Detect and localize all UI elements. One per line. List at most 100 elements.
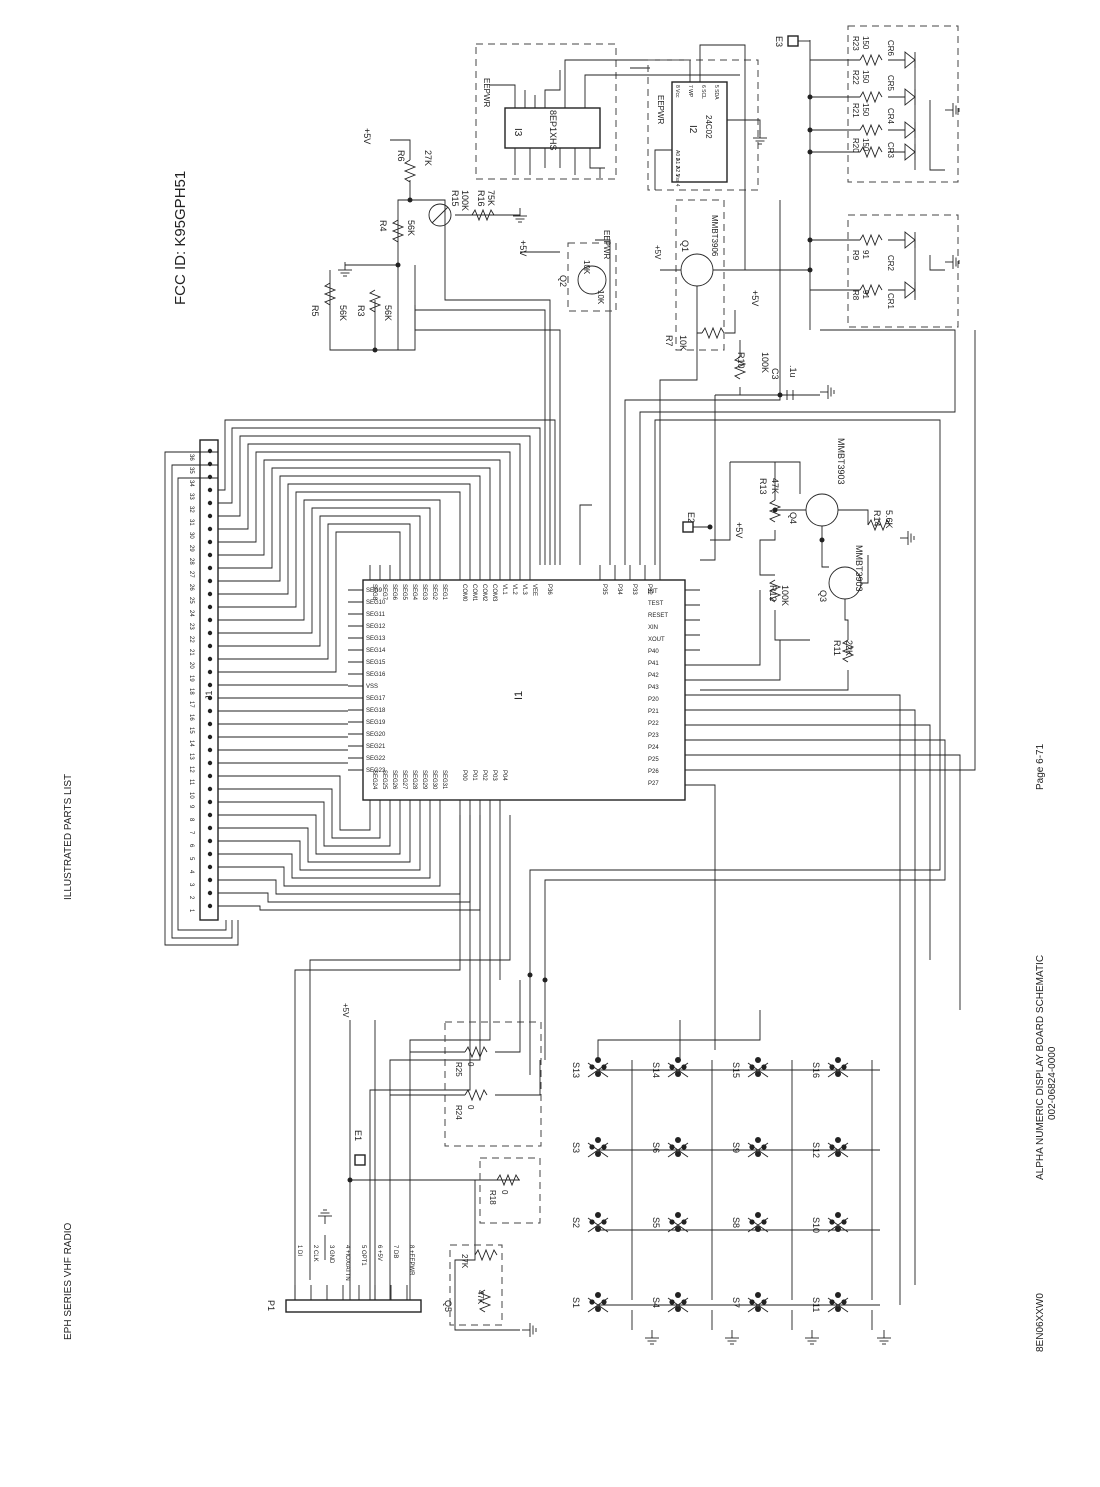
connector-j1: J1 1234567891011121314151617181920212223… (188, 439, 219, 921)
i1-pin-label: SEG24 (371, 770, 377, 790)
j1-pin (207, 643, 213, 649)
i2-pin-label: 8 Vcc (674, 85, 680, 98)
r7-value: 10K (678, 335, 688, 351)
i1-pin-label: SEG5 (401, 584, 407, 601)
r8-label: R8 (851, 290, 860, 301)
r18-value: 0 (500, 1190, 509, 1195)
i1-pin-label: TEST (648, 601, 664, 607)
j1-pin (207, 461, 213, 467)
keypad-switch (747, 1211, 769, 1233)
supply-label-4: +5V (734, 522, 744, 538)
j1-pin-number: 7 (188, 831, 194, 835)
r14-value: 5.6K (884, 510, 894, 529)
q2-inner-1: 10K (582, 260, 591, 275)
j1-pin (207, 500, 213, 506)
j1-pin-number: 35 (188, 467, 194, 474)
i2-pin-label: A1 2 (674, 158, 680, 169)
i1-pin-label: SEG14 (366, 648, 386, 654)
i1-pin-label: P25 (648, 757, 659, 763)
keypad-switch-label: S10 (811, 1217, 821, 1233)
r20-value: 150 (861, 138, 870, 152)
j1-pin-number: 27 (188, 571, 194, 578)
i1-pin-label: P20 (648, 697, 659, 703)
transistor-q4: Q4 MMBT3903 (788, 438, 846, 527)
test-point-e1: E1 (353, 1130, 366, 1166)
keypad-switch (587, 1056, 609, 1078)
q2-frame (567, 242, 617, 312)
j1-pin-number: 5 (188, 857, 194, 861)
keypad-grid-wires (597, 1010, 880, 1330)
supply-label-3: +5V (750, 290, 760, 306)
r18-frame (479, 1157, 541, 1224)
i1-pin-label: SEG31 (441, 770, 447, 790)
i1-pin-label: P35 (601, 584, 607, 595)
transistor-q2: Q2 10K 10K EEPWR (558, 230, 611, 305)
i1-pin-label: SEG2 (431, 584, 437, 601)
footer-page-text: Page 6-71 (1035, 743, 1046, 790)
i1-pin-label: P34 (616, 584, 622, 595)
keypad-switch (747, 1136, 769, 1158)
i1-pin-label: SEG18 (366, 708, 386, 714)
e1-label: E1 (353, 1130, 363, 1141)
eeprom-i2-part: 24C02 (704, 115, 713, 139)
e2-label: E2 (686, 512, 696, 523)
p1-pin-label: 6 +5V (376, 1245, 382, 1261)
keypad-switch-label: S9 (731, 1142, 741, 1153)
r20-label: R20 (851, 138, 860, 153)
i1-pin-label: COM0 (461, 584, 467, 602)
cr6-label: CR6 (886, 40, 895, 57)
i1-pin-label: VL2 (511, 584, 517, 595)
i1-pin-label: P33 (631, 584, 637, 595)
keypad-switch-label: S16 (811, 1062, 821, 1078)
j1-pin (207, 864, 213, 870)
r6-label: R6 (396, 150, 406, 162)
i1-pin-label: SEG13 (366, 636, 386, 642)
eeprom-i3-part: 8EP1XHS (548, 110, 558, 151)
q1-part: MMBT3906 (710, 215, 719, 257)
j1-pin (207, 448, 213, 454)
j1-pin-number: 11 (188, 779, 194, 786)
keypad-switch (667, 1211, 689, 1233)
r13-label: R13 (758, 478, 768, 495)
cr1-label: CR1 (886, 293, 895, 310)
p1-pin-label: 5 OPT1 (360, 1245, 366, 1266)
keypad-switch-label: S6 (651, 1142, 661, 1153)
i1-pin-label: SEG7 (381, 584, 387, 601)
r5-label: R5 (310, 305, 320, 317)
r21-value: 150 (861, 103, 870, 117)
i1-right-wires (294, 200, 976, 1305)
main-ic-pin-stubs (348, 565, 700, 815)
j1-pin-number: 34 (188, 480, 194, 487)
keypad-switch-label: S12 (811, 1142, 821, 1158)
i1-pin-label: SEG6 (391, 584, 397, 601)
transistor-q1: Q1 MMBT3906 +5V (653, 215, 719, 287)
j1-pin (207, 578, 213, 584)
i1-pin-label: P24 (648, 745, 659, 751)
i2-pin-label: 7 WP (687, 85, 693, 98)
transistor-q3: Q3 MMBT3903 (818, 545, 864, 602)
keypad-switch (747, 1291, 769, 1313)
j1-pin-number: 29 (188, 545, 194, 552)
i1-pin-label: SEG10 (366, 600, 386, 606)
q5-frame (449, 1244, 503, 1326)
eeprom-i3-net: EEPWR (482, 78, 491, 108)
j1-pin (207, 838, 213, 844)
keypad-switch-label: S7 (731, 1297, 741, 1308)
j1-pin-number: 28 (188, 558, 194, 565)
i1-pin-label: SEG15 (366, 660, 386, 666)
r9-label: R9 (851, 250, 860, 261)
i1-pin-label: XIN (648, 625, 658, 631)
i1-pin-label: P21 (648, 709, 659, 715)
led-resistors (859, 53, 883, 297)
i1-pin-label: SEG29 (421, 770, 427, 790)
i1-pin-label: SEG25 (381, 770, 387, 790)
fcc-id-text: FCC ID: K95GPH51 (172, 171, 189, 305)
j1-pin (207, 487, 213, 493)
q2-inner-2: 10K (596, 290, 605, 305)
j1-pin (207, 617, 213, 623)
led-labels: R23 150 R22 150 R21 150 R20 150 R9 91 R8… (851, 36, 895, 310)
r24-value: 0 (466, 1105, 475, 1110)
